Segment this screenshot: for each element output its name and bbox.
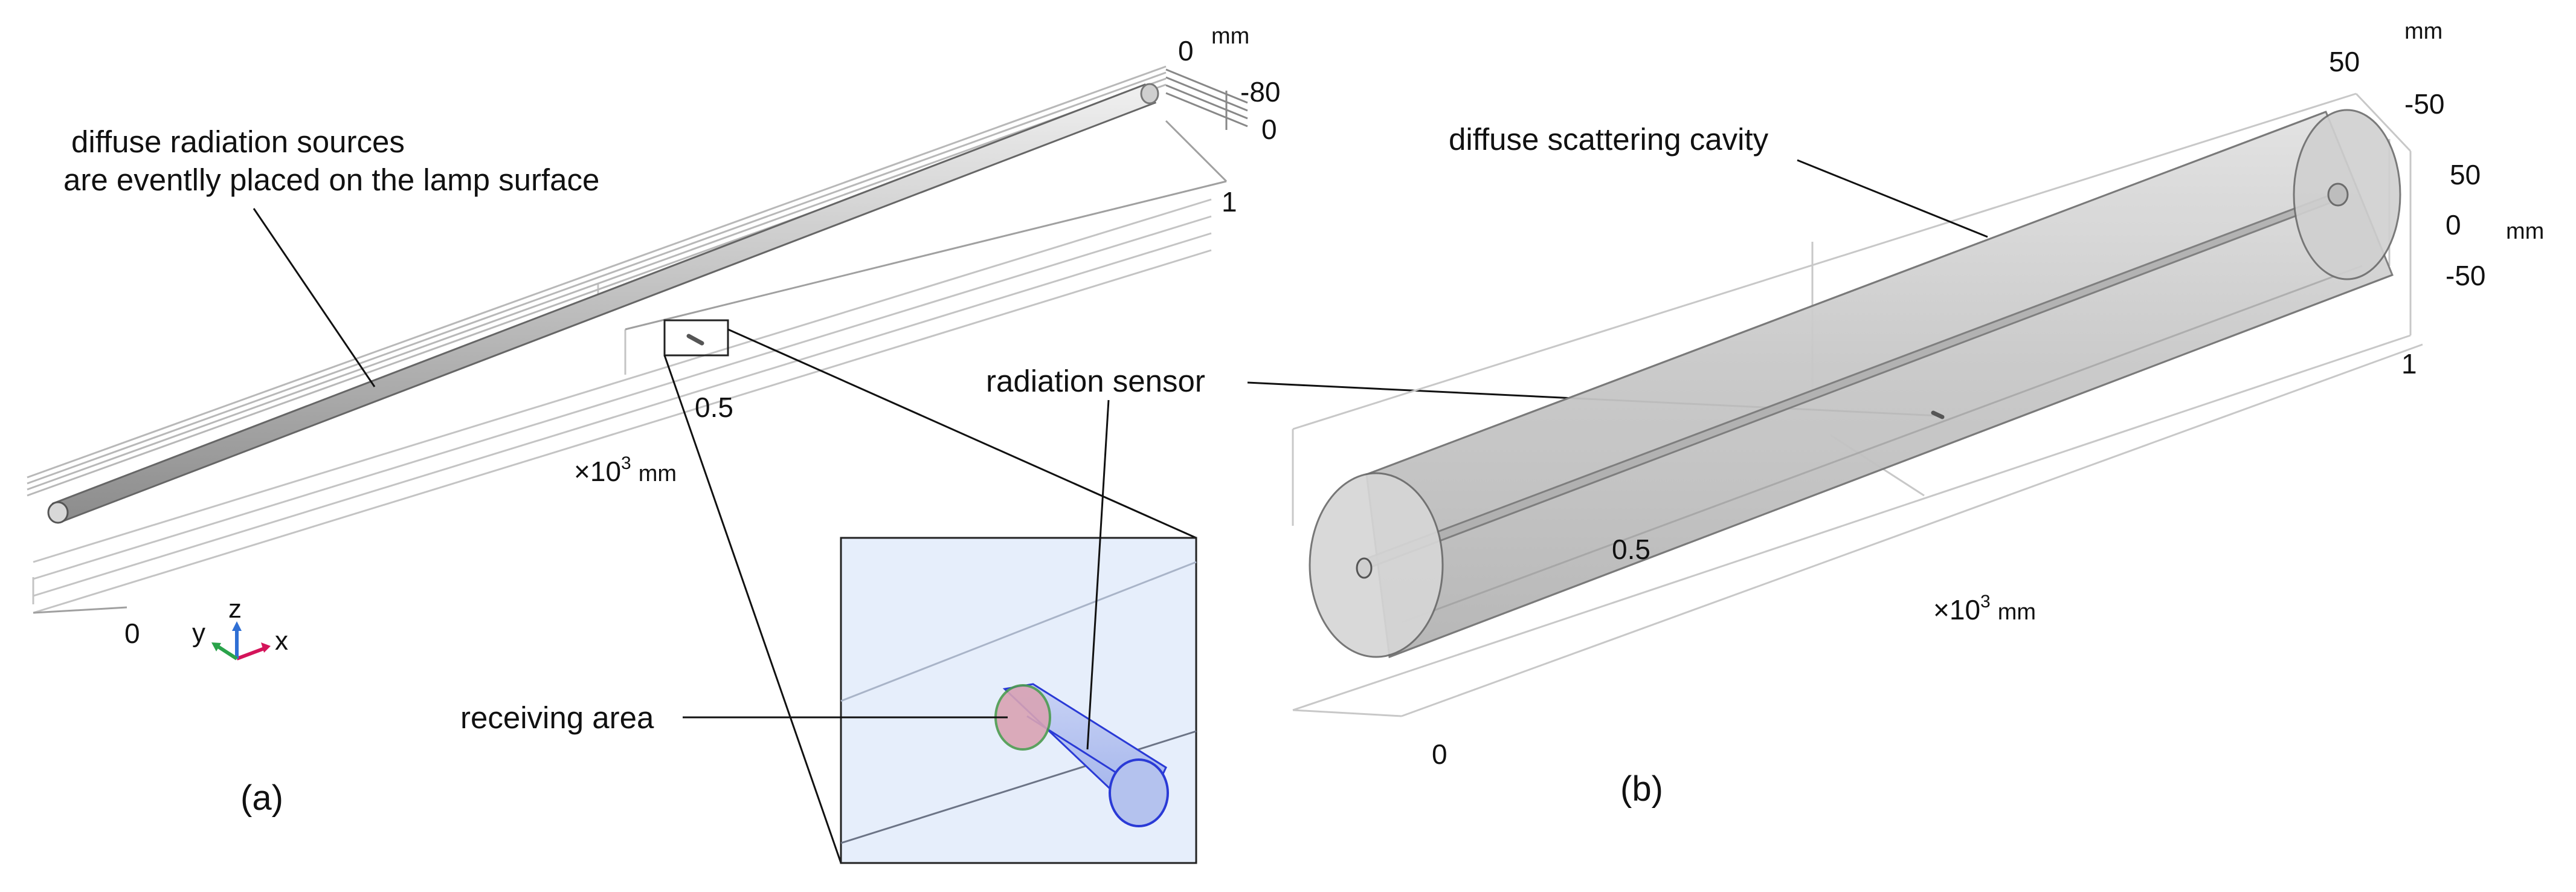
zoom-inset: [840, 537, 1197, 864]
annotation-sources-line2: are eventlly placed on the lamp surface: [63, 163, 599, 197]
panel-a-tick-z-80: -80: [1240, 76, 1280, 108]
zoom-line-left: [663, 355, 842, 864]
panel-b-side-unit: mm: [2506, 219, 2544, 244]
panel-b-tick-v50: 50: [2329, 46, 2360, 77]
annotation-cavity: diffuse scattering cavity: [1449, 122, 1769, 157]
panel-b-tick-s0: 0: [2446, 209, 2461, 241]
cavity-cylinder: [1309, 109, 2401, 659]
panel-b-tick-s50: 50: [2450, 159, 2481, 190]
panel-a: diffuse radiation sources are eventlly p…: [27, 24, 1940, 864]
panel-b-caption: (b): [1620, 769, 1663, 809]
leader-cavity: [1797, 159, 1988, 238]
panel-a-tick-x0: 0: [124, 618, 140, 649]
panel-b-tick-x0: 0: [1432, 738, 1447, 770]
panel-b-tick-v-50: -50: [2404, 88, 2444, 120]
panel-a-caption: (a): [240, 778, 283, 818]
panel-a-floor-frame: [33, 120, 1228, 614]
triad-y-label: y: [192, 618, 205, 648]
annotation-sources-line1: diffuse radiation sources: [71, 124, 405, 159]
panel-b-tick-x1: 1: [2401, 348, 2417, 380]
lamp-rod: [47, 83, 1159, 524]
leader-sources: [253, 208, 376, 387]
panel-b-vertical-unit: mm: [2404, 19, 2442, 44]
sensor-cylinder: [994, 683, 1169, 827]
sensor-mini: [686, 334, 704, 346]
triad-x-label: x: [275, 626, 288, 656]
panel-a-tick-z0b: 0: [1261, 114, 1277, 145]
annotation-receiving: receiving area: [460, 700, 654, 735]
zoom-box: [663, 319, 729, 357]
zoom-line-right: [727, 328, 1197, 539]
panel-a-tick-x1: 1: [1222, 186, 1237, 218]
panel-a-tick-z0: 0: [1178, 35, 1194, 66]
panel-a-tick-x05: 0.5: [695, 392, 733, 423]
panel-a-z-unit: mm: [1211, 24, 1249, 49]
leader-sensor-inset: [1086, 399, 1110, 750]
axis-triad: [211, 621, 271, 661]
annotation-sensor: radiation sensor: [986, 364, 1205, 398]
panel-b-tick-x05: 0.5: [1612, 534, 1650, 565]
panel-a-grid: [32, 198, 1212, 614]
triad-z-label: z: [228, 594, 242, 624]
panel-a-mini-axis: [1165, 68, 1248, 130]
panel-b-tick-s-50: -50: [2446, 260, 2485, 291]
